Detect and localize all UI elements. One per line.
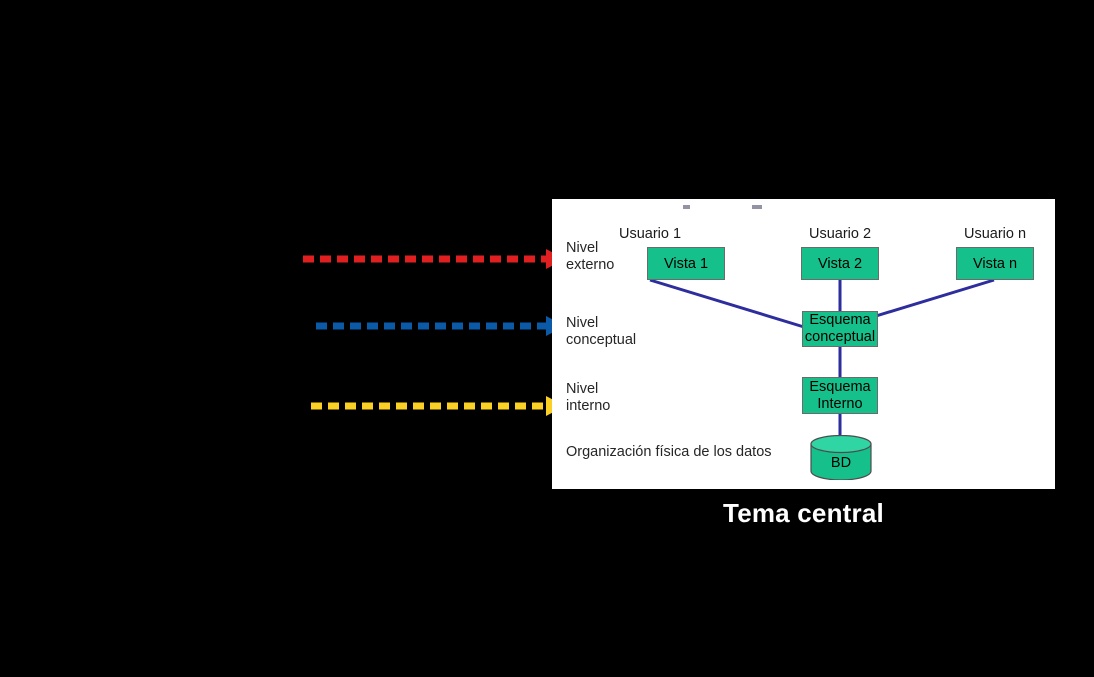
conceptual-schema-box: Esquema conceptual [802,311,878,347]
page-title: Tema central [723,498,884,528]
user-caption-n: Usuario n [963,226,1027,242]
arrow-interno [311,396,565,416]
three-level-architecture-diagram: Nivel externo Nivel conceptual Nivel int… [552,199,1055,489]
arrow-conceptual [316,316,565,336]
user-caption-1: Usuario 1 [618,226,682,242]
database-label: BD [830,455,852,471]
level-label-interno: Nivel interno [566,381,611,414]
database-cylinder: BD [810,434,872,481]
database-cylinder-icon [810,434,872,481]
view-box-n: Vista n [956,247,1034,280]
cropped-text-artifact [683,205,690,209]
level-label-externo: Nivel externo [566,240,615,273]
level-label-conceptual: Nivel conceptual [566,315,637,348]
arrow-externo [303,249,565,269]
view-box-2: Vista 2 [801,247,879,280]
view-box-1: Vista 1 [647,247,725,280]
user-caption-2: Usuario 2 [808,226,872,242]
internal-schema-box: Esquema Interno [802,377,878,414]
cropped-text-artifact [752,205,762,209]
physical-organization-caption: Organización física de los datos [566,444,772,460]
